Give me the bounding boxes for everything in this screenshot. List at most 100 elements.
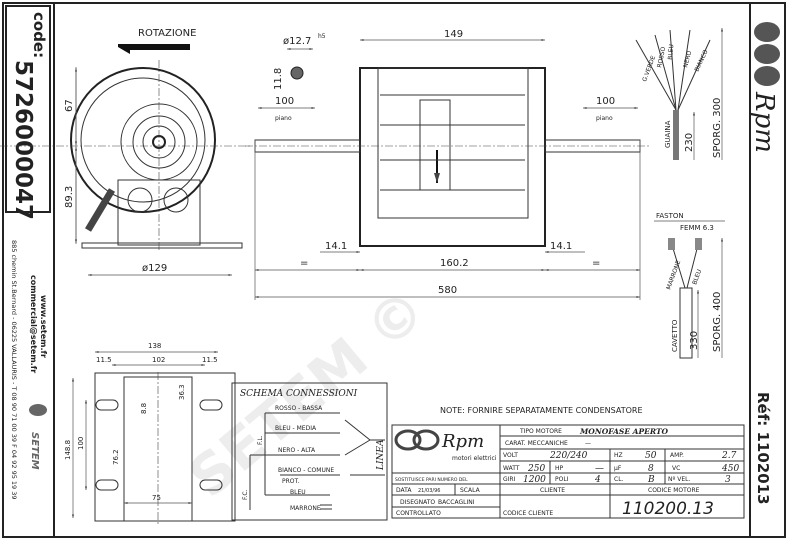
vc-label: VC [672, 465, 680, 472]
hp-label: HP [555, 465, 564, 472]
schema-row-rosso: ROSSO - BASSA [275, 405, 323, 412]
shaft-tolerance: h5 [318, 33, 326, 40]
setem-logo: SETEM [29, 404, 47, 470]
vel-label: Nº VEL. [668, 476, 690, 483]
title-block-brand-sub: motori elettrici [452, 455, 497, 462]
watt-value: 250 [527, 464, 545, 474]
schema-fc: F.C. [242, 489, 249, 500]
plate-width: 138 [148, 342, 161, 350]
company-address: 885 chemin St.Bernard - 06225 VALLAURIS … [10, 240, 18, 500]
cable-length: 330 [689, 331, 700, 350]
dim-diameter-129: ø129 [142, 263, 167, 274]
left-flat-dim: 100 [275, 96, 294, 107]
sheath-length: 230 [684, 133, 695, 152]
disegnato-value: BACCAGLINI [438, 499, 475, 506]
schema-row-marrone: MARRONE [290, 505, 321, 512]
cl-value: B [647, 475, 655, 485]
hz-value: 50 [645, 451, 657, 461]
dim-total: 580 [438, 285, 457, 296]
dim-left-offset: 14.1 [325, 241, 347, 252]
plate-hole-spacing: 100 [77, 437, 85, 450]
disegnato-label: DISEGNATO [400, 499, 435, 506]
dim-right-equal: = [592, 258, 600, 269]
plate-right-slot: 11.5 [202, 356, 218, 364]
poli-value: 4 [594, 475, 601, 485]
wire-label-white: BIANCO [693, 48, 709, 72]
website-link[interactable]: www.setem.fr [39, 295, 48, 358]
vc-value: 450 [721, 464, 739, 474]
amp-label: AMP. [670, 452, 684, 459]
brand-logo-text: Rpm [749, 91, 779, 153]
tipo-label: TIPO MOTORE [519, 428, 562, 435]
dim-67: 67 [64, 99, 75, 112]
data-label: DATA [396, 487, 412, 494]
code-box [5, 5, 51, 213]
data-value: 21/03/96 [418, 488, 440, 494]
plate-middle: 102 [152, 356, 165, 364]
rotation-arrow-icon [118, 44, 190, 54]
hp-value: — [595, 464, 604, 474]
cl-label: CL. [614, 476, 624, 483]
connector-type: FEMM 6.3 [680, 224, 714, 232]
right-flat-label: piano [596, 115, 613, 122]
schema-row-bianco: BIANCO - COMUNE [278, 467, 334, 474]
base-plate-view: 138 11.5 102 11.5 36.3 8.8 148.8 100 76.… [64, 342, 236, 525]
side-view: 100 piano 100 piano 149 14.1 14.1 = 160.… [245, 29, 650, 300]
rotation-label: ROTAZIONE [138, 28, 196, 39]
dim-89-3: 89.3 [64, 186, 75, 208]
svg-text:SETEM: SETEM [29, 432, 40, 470]
poli-label: POLI [555, 476, 569, 483]
tipo-value: MONOFASE APERTO [579, 427, 669, 436]
sost-label: SOSTITUISCE PARI NUMERO DEL [395, 477, 468, 483]
giri-value: 1200 [523, 475, 546, 485]
schema-fl: F.L. [257, 435, 264, 445]
giri-label: GIRI [503, 476, 516, 483]
schema-row-prot: PROT. [282, 478, 299, 485]
shaft-flat-dim: 11.8 [273, 68, 284, 90]
plate-bottom: 75 [152, 494, 161, 502]
wire-label-blue-2: BLEU [691, 269, 703, 286]
schema-title: SCHEMA CONNESSIONI [240, 389, 358, 399]
hz-label: HZ [614, 452, 623, 459]
schema-row-bleu-2: BLEU [290, 489, 306, 496]
wire-label-green: G.VERDE [641, 55, 657, 83]
cable-label: CAVETTO [671, 319, 679, 352]
code-label: code: [30, 12, 48, 58]
wire-label-black: NERO [682, 50, 693, 69]
volt-value: 220/240 [549, 451, 588, 461]
schema-row-bleu: BLEU - MEDIA [275, 425, 317, 432]
right-flat-dim: 100 [596, 96, 615, 107]
bottom-protrusion: SPORG. 400 [712, 292, 723, 352]
uf-value: 8 [648, 464, 654, 474]
codice-motore-label: CODICE MOTORE [648, 487, 700, 494]
shaft-section: ø12.7 h5 11.8 [273, 33, 326, 90]
uf-label: µF [614, 465, 622, 472]
dim-left-equal: = [300, 258, 308, 269]
left-strip: code: 5726000047 www.setem.fr commercial… [5, 5, 51, 500]
left-flat-label: piano [275, 115, 292, 122]
connection-schema: SCHEMA CONNESSIONI ROSSO - BASSA BLEU - … [231, 382, 388, 521]
wire-label-red: ROSSO [656, 46, 667, 68]
wire-label-blue: BLEU [667, 44, 675, 60]
dim-right-offset: 14.1 [550, 241, 572, 252]
right-strip: Rpm Réf: 1102013 [749, 22, 780, 505]
codice-motore-value: 110200.13 [622, 499, 714, 519]
plate-slot-width: 8.8 [140, 403, 148, 414]
title-block-logo: Rpm motori elettrici [394, 429, 497, 462]
email-link[interactable]: commercial@setem.fr [29, 275, 38, 373]
volt-label: VOLT [503, 452, 518, 459]
wire-bundle-top: G.VERDE ROSSO BLEU NERO BIANCO GUAINA 23… [635, 28, 724, 160]
shaft-diameter: ø12.7 [283, 36, 311, 47]
cliente-label: CLIENTE [540, 487, 565, 494]
rpm-coil-logo [754, 22, 780, 86]
wire-label-brown: MARRONE [665, 259, 682, 290]
carat-label: CARAT. MECCANICHE [505, 440, 568, 447]
plate-offset: 36.3 [178, 384, 186, 400]
title-block: Rpm motori elettrici TIPO MOTORE MONOFAS… [391, 424, 745, 519]
wire-bundle-bottom: FASTON FEMM 6.3 MARRONE BLEU CAVETTO 330… [654, 212, 725, 359]
scala-label: SCALA [460, 487, 481, 494]
product-code: 5726000047 [10, 60, 36, 220]
reference-number: Réf: 1102013 [754, 392, 772, 505]
